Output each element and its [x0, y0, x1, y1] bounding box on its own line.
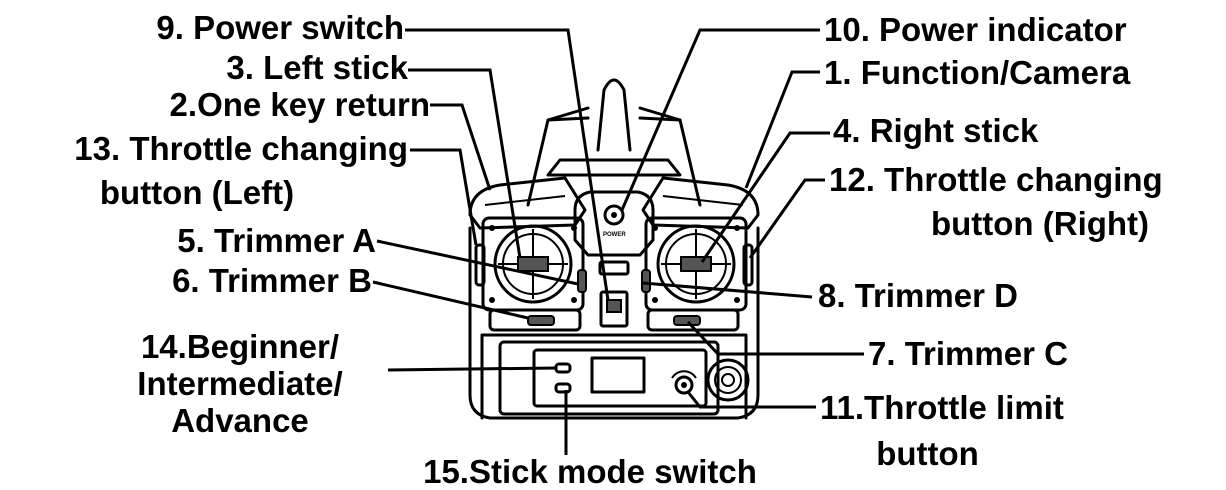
throttle-button-right [742, 243, 754, 287]
leader-trimmer-d [642, 281, 813, 299]
leader-beginner [387, 366, 557, 372]
trimmer-d [641, 269, 651, 293]
power-switch [599, 290, 629, 328]
leader-trimmer-a [376, 239, 579, 286]
label-function-camera: 1. Function/Camera [824, 54, 1131, 91]
speaker-grill [706, 358, 750, 402]
label-throttle-limit-line2: button [876, 435, 979, 472]
beginner-switch [554, 362, 572, 374]
leader-power-switch [405, 28, 610, 301]
label-trimmer-b: 6. Trimmer B [172, 262, 372, 299]
label-beginner-line2: Intermediate/ [137, 365, 343, 402]
handle-left [526, 106, 590, 207]
label-trimmer-a: 5. Trimmer A [177, 222, 376, 259]
label-beginner-line1: 14.Beginner/ [140, 328, 340, 365]
trimmer-c [673, 315, 701, 326]
left-stick [517, 256, 549, 272]
label-throttle-limit-line1: 11.Throttle limit [820, 389, 1064, 426]
right-shoulder [641, 176, 760, 230]
label-trimmer-d: 8. Trimmer D [818, 277, 1018, 314]
trimmer-a [577, 269, 587, 293]
antenna [596, 78, 632, 152]
leader-throttle-left [410, 148, 478, 246]
power-indicator-led [603, 204, 625, 226]
label-stick-mode: 15.Stick mode switch [423, 453, 757, 490]
leader-throttle-limit [686, 391, 816, 409]
handle-right [638, 106, 702, 207]
right-stick [680, 256, 712, 272]
leader-throttle-right [748, 178, 825, 259]
handle-bridge [546, 158, 682, 177]
lcd-screen [590, 356, 646, 394]
label-throttle-left-line2: button (Left) [99, 174, 295, 211]
label-throttle-right-line2: button (Right) [930, 205, 1150, 242]
label-one-key-return: 2.One key return [169, 86, 430, 123]
leader-trimmer-c [686, 320, 864, 356]
label-left-stick: 3. Left stick [226, 49, 408, 86]
label-power-indicator: 10. Power indicator [824, 11, 1127, 48]
trimmer-b [527, 315, 555, 326]
label-right-stick: 4. Right stick [833, 112, 1039, 149]
throttle-limit-button [674, 375, 694, 395]
label-trimmer-c: 7. Trimmer C [868, 335, 1068, 372]
label-power-switch: 9. Power switch [156, 9, 404, 46]
leader-power-indicator [620, 28, 820, 211]
label-throttle-left-line1: 13. Throttle changing [74, 130, 408, 167]
leader-right-stick [700, 131, 830, 263]
label-beginner-line3: Advance [171, 402, 309, 439]
power-device-label: POWER [603, 232, 626, 238]
leader-trimmer-b [372, 280, 529, 320]
body-outline [468, 226, 760, 420]
stick-mode-switch [554, 382, 572, 394]
leader-left-stick [408, 68, 522, 259]
label-throttle-right-line1: 12. Throttle changing [829, 161, 1163, 198]
leader-lines [372, 28, 864, 455]
lower-panel [498, 340, 720, 416]
leader-function-camera [744, 70, 820, 189]
leader-one-key-return [430, 103, 492, 191]
